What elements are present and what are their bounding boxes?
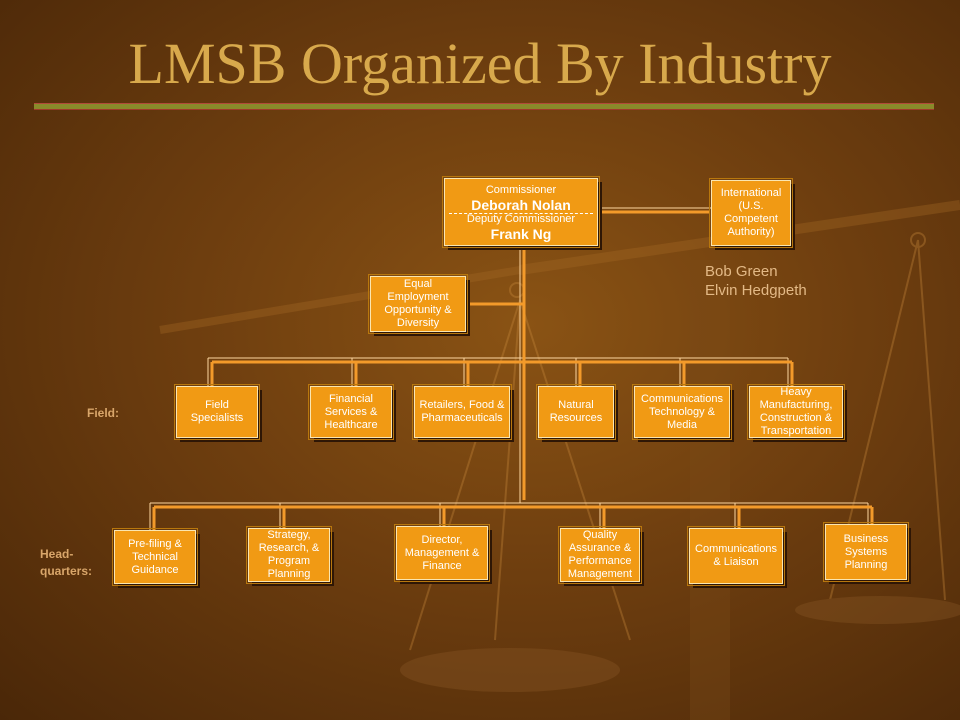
- slide-title: LMSB Organized By Industry: [128, 31, 832, 96]
- hq-unit-label: Quality Assurance & Performance Manageme…: [567, 529, 633, 580]
- field-unit-box: Retailers, Food & Pharmaceuticals: [412, 384, 512, 440]
- hq-unit-box: Strategy, Research, & Program Planning: [246, 526, 332, 584]
- deputy-commissioner-title: Deputy Commissioner: [466, 212, 576, 225]
- commissioner-name: Deborah Nolan: [471, 196, 571, 213]
- international-name: Bob Green: [705, 263, 778, 280]
- field-unit-label: Communications Technology & Media: [641, 392, 723, 431]
- hq-unit-box: Quality Assurance & Performance Manageme…: [558, 526, 642, 584]
- international-box: International (U.S. Competent Authority): [709, 178, 793, 248]
- hq-unit-box: Pre-filing & Technical Guidance: [112, 528, 198, 586]
- headquarters-row-label: Head- quarters:: [40, 547, 93, 578]
- field-unit-box: Financial Services & Healthcare: [308, 384, 394, 440]
- hq-unit-label: Director, Management & Finance: [404, 533, 480, 572]
- field-unit-label: Financial Services & Healthcare: [324, 392, 378, 431]
- field-unit-box: Heavy Manufacturing, Construction & Tran…: [747, 384, 845, 440]
- field-row-label: Field:: [87, 406, 119, 420]
- deputy-commissioner-name: Frank Ng: [490, 225, 552, 242]
- field-unit-box: Communications Technology & Media: [632, 384, 732, 440]
- hq-unit-label: Communications & Liaison: [695, 543, 777, 568]
- hq-unit-label: Business Systems Planning: [843, 532, 889, 571]
- hq-unit-box: Communications & Liaison: [687, 526, 785, 586]
- international-label: International (U.S. Competent Authority): [720, 187, 782, 238]
- title-divider: [34, 103, 934, 110]
- field-unit-label: Heavy Manufacturing, Construction & Tran…: [759, 386, 833, 437]
- international-name: Elvin Hedgpeth: [705, 282, 807, 299]
- hq-unit-box: Director, Management & Finance: [394, 524, 490, 582]
- eeo-label: Equal Employment Opportunity & Diversity: [384, 278, 452, 329]
- hq-unit-label: Strategy, Research, & Program Planning: [258, 529, 320, 580]
- field-unit-box: Natural Resources: [536, 384, 616, 440]
- eeo-box: Equal Employment Opportunity & Diversity: [368, 274, 468, 334]
- field-unit-label: Natural Resources: [549, 399, 603, 424]
- hq-unit-box: Business Systems Planning: [823, 522, 909, 582]
- field-unit-box: Field Specialists: [174, 384, 260, 440]
- field-unit-label: Retailers, Food & Pharmaceuticals: [419, 399, 505, 424]
- commissioner-divider: [449, 213, 593, 214]
- commissioner-title: Commissioner: [485, 183, 557, 196]
- field-unit-label: Field Specialists: [190, 399, 244, 424]
- hq-unit-label: Pre-filing & Technical Guidance: [128, 537, 182, 576]
- commissioner-box: Commissioner Deborah Nolan Deputy Commis…: [442, 176, 600, 248]
- international-names: Bob Green Elvin Hedgpeth: [705, 262, 807, 300]
